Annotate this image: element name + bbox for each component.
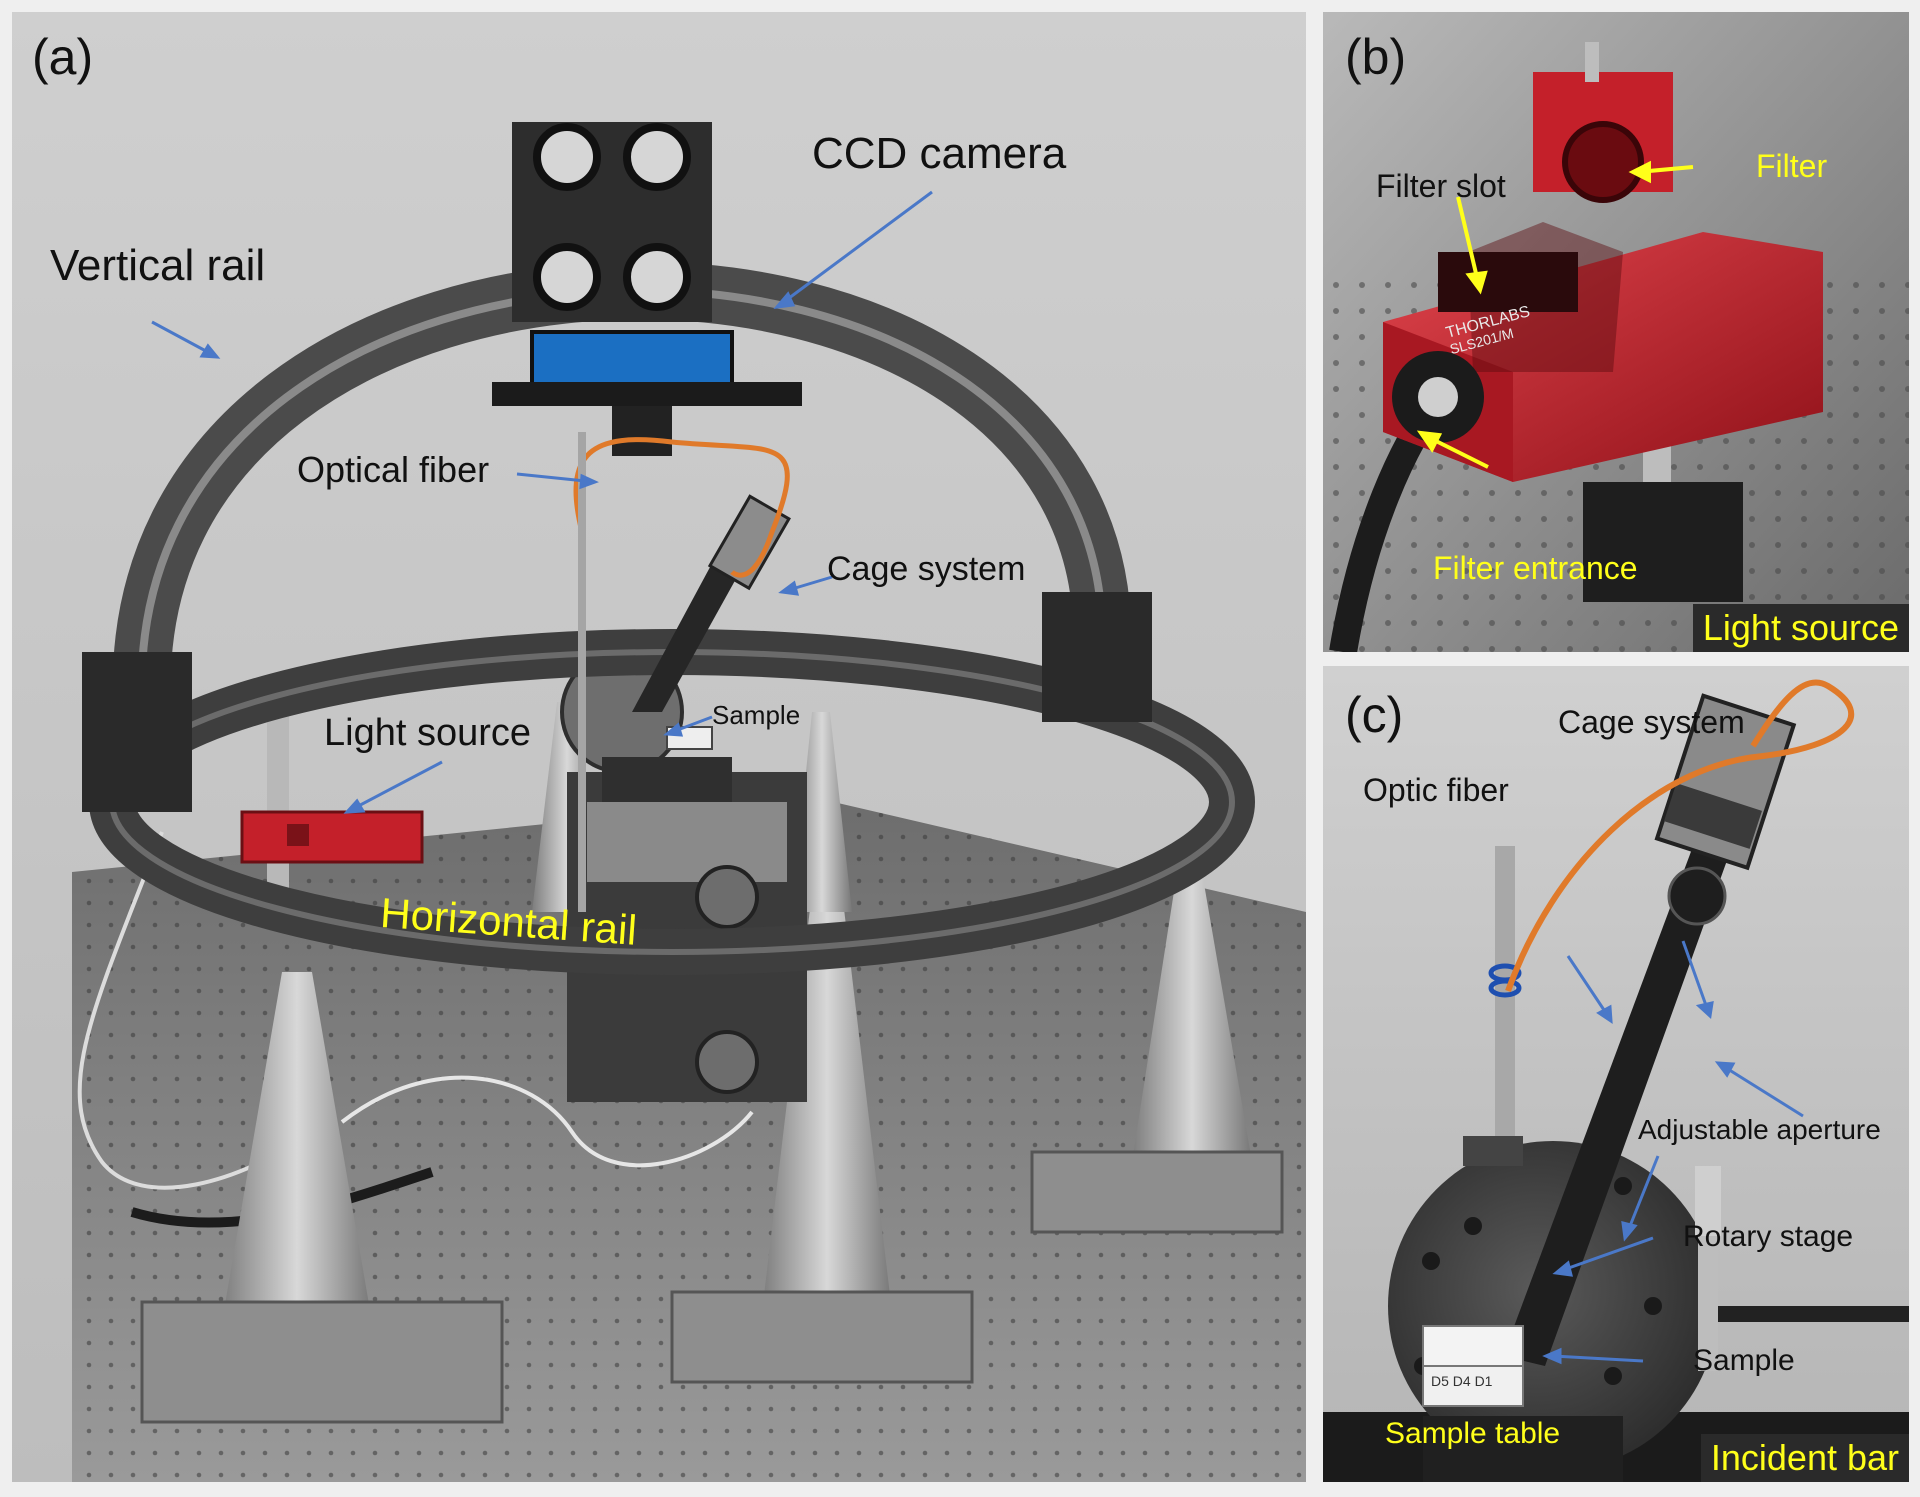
panel-a-letter: (a) — [32, 29, 94, 85]
label-optical-fiber: Optical fiber — [297, 449, 490, 490]
label-rotary-stage: Rotary stage — [1683, 1220, 1854, 1253]
label-filter-entrance: Filter entrance — [1433, 550, 1638, 586]
support-legs — [140, 702, 1284, 1424]
label-adjustable-aperture: Adjustable aperture — [1638, 1114, 1881, 1145]
label-cage-system-c: Cage system — [1558, 704, 1745, 740]
sample-marks: D5 D4 D1 — [1431, 1373, 1493, 1389]
panel-c-photo — [1323, 666, 1909, 1482]
label-filter: Filter — [1756, 148, 1828, 184]
panel-b-photo — [1323, 12, 1909, 652]
panel-b-letter: (b) — [1345, 29, 1407, 85]
optic-fiber — [1505, 679, 1854, 993]
label-ccd-camera: CCD camera — [812, 129, 1067, 178]
camera-assembly — [492, 122, 802, 456]
panel-c-letter: (c) — [1345, 687, 1404, 743]
label-filter-slot: Filter slot — [1376, 168, 1506, 204]
label-vertical-rail: Vertical rail — [50, 241, 266, 290]
label-optic-fiber: Optic fiber — [1363, 772, 1509, 808]
sample-block — [1422, 1325, 1524, 1367]
panel-c: (c) Cage system Optic fiber Adjustable a… — [1323, 666, 1909, 1482]
label-sample-c: Sample — [1693, 1344, 1795, 1377]
sample-table — [1423, 1416, 1623, 1482]
incident-bar — [1503, 806, 1743, 1366]
label-light-source: Light source — [324, 712, 532, 754]
panel-a: (a) CCD camera Vertical rail Optical fib… — [12, 12, 1306, 1482]
cable — [77, 831, 314, 1190]
yellow-arrows — [1416, 160, 1694, 469]
panel-b: (b) Filter Filter slot THORLABS SLS201/M… — [1323, 12, 1909, 652]
annotation-arrows — [151, 190, 933, 814]
label-cage-system: Cage system — [827, 550, 1026, 588]
label-sample-table: Sample table — [1385, 1417, 1561, 1450]
panel-b-caption: Light source — [1692, 604, 1909, 652]
label-sample: Sample — [712, 700, 801, 730]
light-source-box — [240, 810, 424, 864]
cage-system — [632, 494, 791, 712]
annotation-arrows — [1542, 940, 1804, 1365]
panel-c-caption: Incident bar — [1700, 1434, 1909, 1482]
panel-a-photo — [12, 12, 1306, 1482]
